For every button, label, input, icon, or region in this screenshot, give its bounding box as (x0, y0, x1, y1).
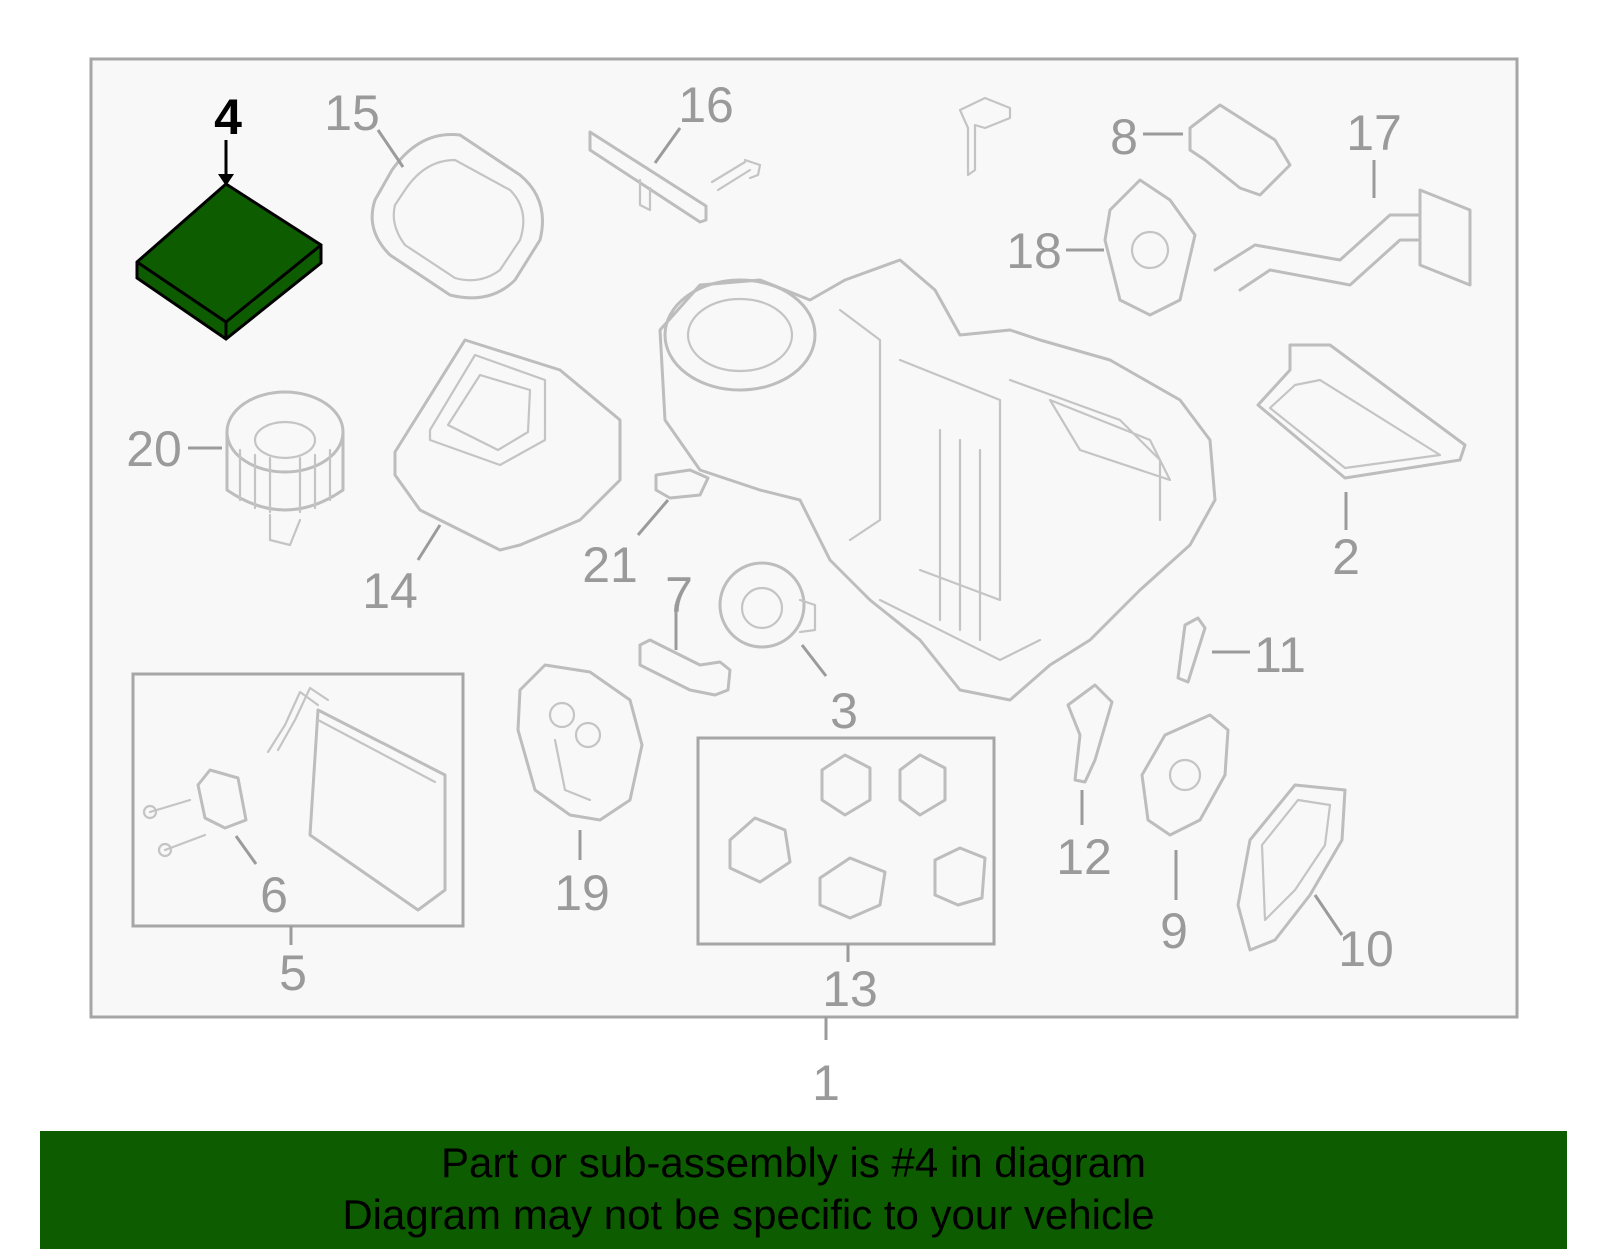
part-bolts-5 (142, 798, 207, 858)
part-3-motor[interactable] (718, 561, 817, 649)
callout-8: 8 (1110, 109, 1138, 165)
leader-14 (416, 524, 442, 561)
leader-16 (653, 127, 682, 164)
leader-10 (1313, 894, 1344, 936)
arrow-4 (218, 174, 234, 186)
part-5-evaporator[interactable] (266, 686, 447, 912)
part-14-blower-case[interactable] (393, 338, 622, 552)
callout-21: 21 (582, 537, 638, 593)
part-6-expansion-valve[interactable] (196, 768, 248, 830)
part-11-clip[interactable] (1176, 616, 1207, 684)
part-7-duct[interactable] (638, 638, 732, 697)
callout-18: 18 (1006, 223, 1062, 279)
leader-21 (636, 499, 670, 536)
callout-9: 9 (1160, 903, 1188, 959)
info-banner: Part or sub-assembly is #4 in diagram Di… (40, 1131, 1567, 1249)
callout-20: 20 (126, 421, 182, 477)
callout-7: 7 (665, 567, 693, 623)
callout-12: 12 (1056, 829, 1112, 885)
part-9-actuator[interactable] (1140, 713, 1230, 837)
part-13-switches[interactable] (728, 753, 987, 920)
callout-10: 10 (1338, 921, 1394, 977)
callout-19: 19 (554, 865, 610, 921)
part-20-blower-motor[interactable] (225, 390, 345, 547)
part-18-actuator[interactable] (1103, 178, 1197, 317)
callout-5: 5 (279, 945, 307, 1001)
leader-6 (234, 835, 258, 865)
leader-15 (376, 129, 405, 168)
callout-17: 17 (1346, 105, 1402, 161)
part-sensor (958, 96, 1012, 177)
callout-3: 3 (830, 683, 858, 739)
callout-6: 6 (260, 867, 288, 923)
callout-15: 15 (324, 85, 380, 141)
callout-13: 13 (822, 961, 878, 1017)
banner-line-1: Part or sub-assembly is #4 in diagram (441, 1139, 1146, 1186)
callout-11: 11 (1254, 627, 1306, 683)
part-10-plate[interactable] (1236, 783, 1347, 952)
part-bolt (710, 158, 762, 192)
subassembly-frame-13 (696, 736, 996, 946)
part-8-actuator[interactable] (1188, 103, 1292, 197)
part-1-hvac-housing[interactable] (658, 258, 1217, 702)
part-21-clip[interactable] (654, 468, 710, 500)
callout-14: 14 (362, 563, 418, 619)
leader-3 (800, 644, 828, 677)
callout-1: 1 (812, 1055, 840, 1111)
part-19-actuator[interactable] (516, 663, 644, 822)
part-2-filter-cover[interactable] (1256, 343, 1467, 480)
callout-4: 4 (214, 89, 242, 145)
part-12-sensor[interactable] (1066, 683, 1114, 784)
part-17-heater-core[interactable] (1213, 188, 1472, 292)
banner-line-2: Diagram may not be specific to your vehi… (342, 1191, 1155, 1238)
part-16-bracket[interactable] (588, 130, 708, 224)
callout-16: 16 (678, 77, 734, 133)
part-15-seal[interactable] (370, 132, 544, 300)
callout-2: 2 (1332, 529, 1360, 585)
